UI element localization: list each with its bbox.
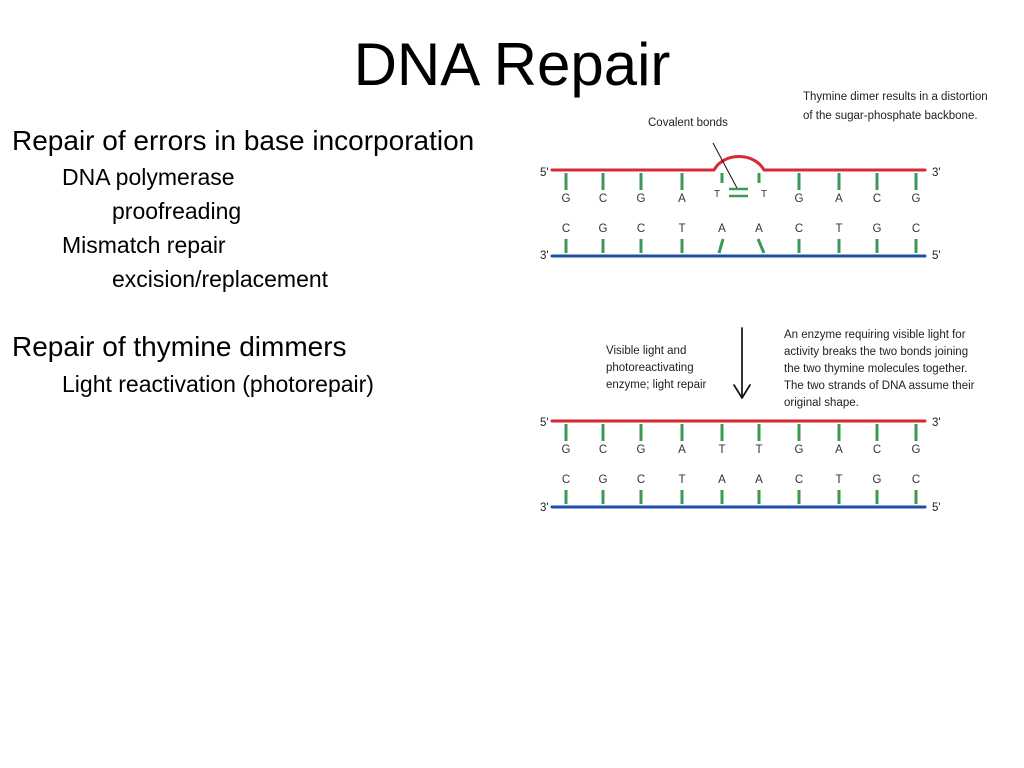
bullet-dna-polymerase: DNA polymerase: [62, 164, 235, 190]
bottom-strand-3-prime-label-1: 3': [540, 250, 549, 262]
dna-repair-svg: Thymine dimer results in a distortion of…: [540, 91, 988, 514]
dna-panel-before-repair: Thymine dimer results in a distortion of…: [540, 91, 988, 262]
down-arrow-icon: [733, 327, 751, 399]
after-repair-bottom-base-label: T: [678, 474, 685, 486]
before-repair-bottom-base-label: C: [637, 223, 645, 235]
after-repair-bottom-base-label: A: [755, 474, 763, 486]
before-repair-top-base-label: A: [678, 193, 686, 205]
dna-panel-after-repair: 5' 3' 3' 5' G C G A T T G A C G C G C T A A C T G C: [540, 417, 941, 514]
light-repair-caption-line-1: Visible light and: [606, 345, 686, 357]
before-repair-bottom-base-label: A: [755, 223, 763, 235]
enzyme-caption-line-3: the two thymine molecules together.: [784, 363, 967, 375]
before-repair-top-base-label: C: [599, 193, 607, 205]
after-repair-bottom-base-label: C: [562, 474, 570, 486]
before-repair-bottom-base-label: A: [718, 223, 726, 235]
bullet-mismatch-repair: Mismatch repair: [62, 232, 226, 258]
bullet-base-incorporation: Repair of errors in base incorporation: [12, 125, 475, 156]
bullet-excision-replacement: excision/replacement: [112, 266, 329, 292]
bottom-strand-5-prime-label-1: 5': [932, 250, 941, 262]
bottom-strand-3-prime-label-2: 3': [540, 502, 549, 514]
bullet-thymine-dimers: Repair of thymine dimmers: [12, 331, 347, 362]
top-strand-3-prime-label-2: 3': [932, 417, 941, 429]
before-repair-top-strand: [550, 155, 927, 172]
before-repair-bottom-base-label: T: [678, 223, 685, 235]
after-repair-top-base-label: C: [873, 444, 881, 456]
light-repair-caption-line-3: enzyme; light repair: [606, 379, 707, 391]
before-repair-bottom-base-label: C: [912, 223, 920, 235]
before-repair-top-base-label: T: [714, 189, 720, 200]
after-repair-bottom-base-label: C: [912, 474, 920, 486]
before-repair-bottom-base-tick: [756, 238, 766, 254]
before-repair-top-base-label: C: [873, 193, 881, 205]
before-repair-bottom-base-label: C: [562, 223, 570, 235]
after-repair-top-base-label: C: [599, 444, 607, 456]
before-repair-bottom-base-label: C: [795, 223, 803, 235]
after-repair-bottom-base-label: T: [835, 474, 842, 486]
after-repair-top-base-label: G: [795, 444, 804, 456]
covalent-bond-pointer: [712, 142, 738, 189]
after-repair-bottom-base-label: G: [873, 474, 882, 486]
after-repair-bottom-base-label: C: [637, 474, 645, 486]
enzyme-caption-line-2: activity breaks the two bonds joining: [784, 346, 968, 358]
after-repair-top-base-label: T: [718, 444, 725, 456]
after-repair-top-base-label: A: [678, 444, 686, 456]
before-repair-bottom-base-label: G: [873, 223, 882, 235]
top-strand-5-prime-label-2: 5': [540, 417, 549, 429]
light-repair-caption-line-2: photoreactivating: [606, 362, 694, 374]
top-strand-3-prime-label-1: 3': [932, 167, 941, 179]
after-repair-bottom-base-label: A: [718, 474, 726, 486]
before-repair-top-base-label: T: [761, 189, 767, 200]
top-strand-5-prime-label-1: 5': [540, 167, 549, 179]
thymine-dimer-caption-line-1: Thymine dimer results in a distortion: [803, 91, 988, 103]
thymine-dimer-caption-line-2: of the sugar-phosphate backbone.: [803, 110, 978, 122]
before-repair-bottom-base-tick: [717, 238, 725, 254]
bullet-list: Repair of errors in base incorporation D…: [12, 125, 475, 397]
after-repair-top-base-label: G: [637, 444, 646, 456]
before-repair-bottom-base-label: G: [599, 223, 608, 235]
before-repair-top-base-label: G: [562, 193, 571, 205]
light-repair-arrow-section: Visible light and photoreactivating enzy…: [606, 327, 975, 409]
before-repair-top-base-label: G: [795, 193, 804, 205]
slide-title: DNA Repair: [353, 31, 671, 98]
after-repair-bottom-base-label: C: [795, 474, 803, 486]
after-repair-top-base-label: G: [562, 444, 571, 456]
before-repair-bottom-base-label: T: [835, 223, 842, 235]
enzyme-caption-line-4: The two strands of DNA assume their: [784, 380, 975, 392]
after-repair-bottom-base-label: G: [599, 474, 608, 486]
bullet-proofreading: proofreading: [112, 198, 242, 224]
after-repair-top-base-label: A: [835, 444, 843, 456]
enzyme-caption-line-1: An enzyme requiring visible light for: [784, 329, 966, 341]
before-repair-top-base-label: A: [835, 193, 843, 205]
after-repair-top-base-label: T: [755, 444, 762, 456]
before-repair-top-base-label: G: [637, 193, 646, 205]
dna-repair-diagram: Thymine dimer results in a distortion of…: [526, 88, 1024, 530]
enzyme-caption-line-5: original shape.: [784, 397, 859, 409]
before-repair-top-base-label: G: [912, 193, 921, 205]
bullet-light-reactivation: Light reactivation (photorepair): [62, 371, 374, 397]
after-repair-top-base-label: G: [912, 444, 921, 456]
bottom-strand-5-prime-label-2: 5': [932, 502, 941, 514]
covalent-bonds-label: Covalent bonds: [648, 117, 728, 129]
